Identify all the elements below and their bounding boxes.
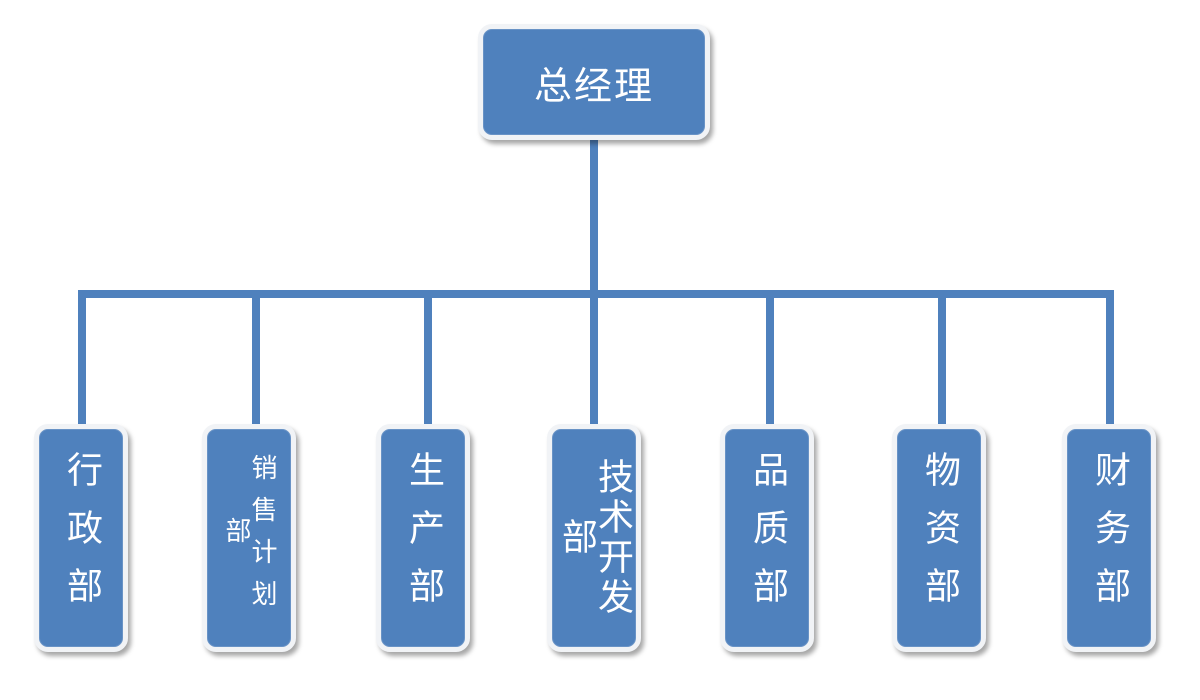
dept-box-materials: 物资部 [892,424,986,652]
dept-box-production: 生产部 [376,424,470,652]
dept-box-finance: 财务部 [1062,424,1156,652]
dept-label-production: 生产部 [403,451,444,625]
dept-label-sales-planning: 销售计划部 [221,454,277,622]
dept-label-materials: 物资部 [919,451,960,625]
dept-box-technology-development: 技术开发部 [547,424,641,652]
dept-label-quality: 品质部 [747,451,788,625]
general-manager-label: 总经理 [533,63,654,108]
dept-label-technology-development: 技术开发部 [556,458,633,618]
dept-label-finance: 财务部 [1089,451,1130,625]
general-manager-box: 总经理 [478,24,710,140]
dept-box-sales-planning: 销售计划部 [202,424,296,652]
dept-label-administration: 行政部 [61,451,102,625]
dept-box-quality: 品质部 [720,424,814,652]
dept-box-administration: 行政部 [34,424,128,652]
